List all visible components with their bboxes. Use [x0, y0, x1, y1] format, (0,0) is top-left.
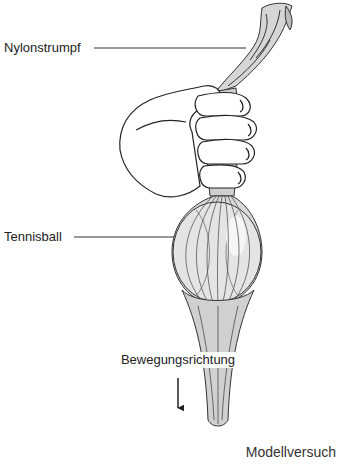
part-label: Tennisball	[2, 229, 64, 245]
fabric-stripe	[186, 196, 213, 306]
caption: Modellversuch	[244, 444, 338, 460]
direction-arrow	[177, 378, 179, 408]
stocking-fabric	[186, 196, 250, 306]
stocking-top	[214, 3, 292, 94]
fabric-stripe	[217, 196, 222, 306]
leader-line	[94, 48, 246, 49]
leader-line	[74, 237, 176, 238]
part-label: Nylonstrumpf	[2, 40, 83, 56]
fabric-stripe	[222, 196, 228, 306]
tennis-ball	[172, 196, 262, 306]
fabric-stripe	[230, 196, 250, 306]
fabric-stripe	[226, 196, 239, 306]
direction-label: Bewegungsrichtung	[119, 352, 237, 368]
hand	[120, 86, 257, 197]
